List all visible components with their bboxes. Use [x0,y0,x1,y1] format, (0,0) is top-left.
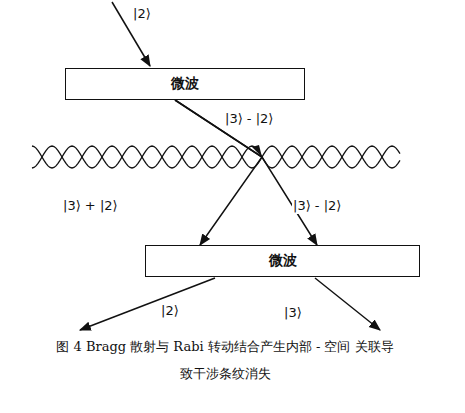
state-label: |3⟩ [283,305,303,321]
microwave-box: 微波 [65,68,305,100]
outgoing-arrow [315,278,380,330]
box-label: 微波 [269,252,297,270]
standing-wave [32,146,400,168]
microwave-box: 微波 [145,245,420,277]
arrow-head [252,145,262,157]
state-label: |3⟩ + |2⟩ [62,198,119,214]
outgoing-arrow [80,278,215,330]
figure-caption: 图 4 Bragg 散射与 Rabi 转动结合产生内部 - 空间 关联导致干涉条… [55,333,395,387]
state-label: |3⟩ - |2⟩ [292,198,342,214]
standing-wave [32,146,400,168]
state-label: |3⟩ - |2⟩ [224,111,274,127]
beam-arrow [175,100,317,245]
state-label: |2⟩ [160,303,180,319]
state-label: |2⟩ [132,6,152,22]
box-label: 微波 [171,75,199,93]
